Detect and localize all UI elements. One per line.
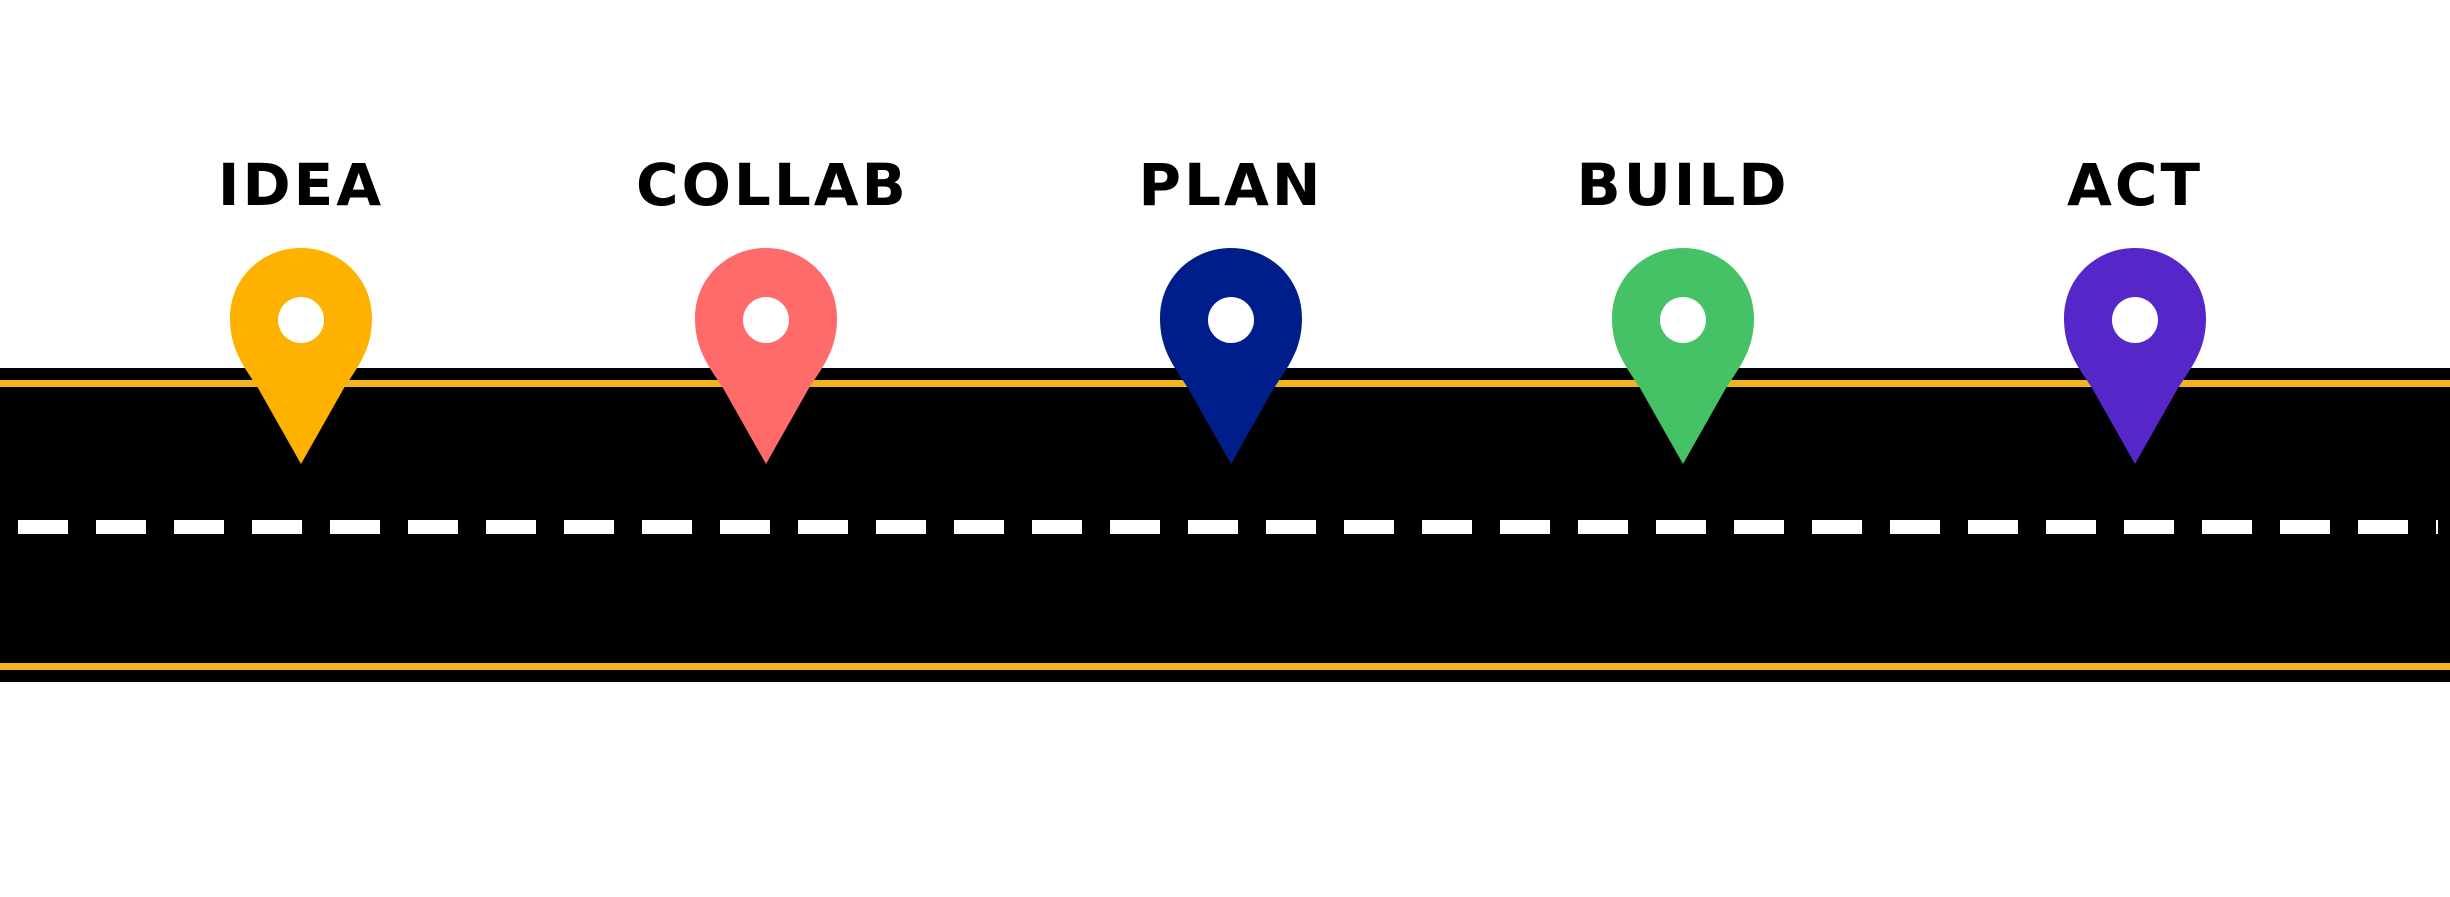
milestone-label: IDEA (217, 151, 385, 219)
pin-body (230, 248, 372, 464)
map-pin-icon (230, 248, 372, 464)
pin-hole (1660, 297, 1706, 343)
pin-body (2064, 248, 2206, 464)
pin-body (1160, 248, 1302, 464)
map-pin-icon (1160, 248, 1302, 464)
map-pin-icon (2064, 248, 2206, 464)
pin-body (695, 248, 837, 464)
pin-hole (2112, 297, 2158, 343)
map-pin-icon (695, 248, 837, 464)
pin-body (1612, 248, 1754, 464)
pin-hole (278, 297, 324, 343)
road-center-dashed-line (18, 520, 2438, 534)
milestone-label: PLAN (1138, 151, 1324, 219)
milestone-build: BUILD (1553, 0, 1813, 470)
milestone-label: COLLAB (636, 151, 909, 219)
milestone-idea: IDEA (171, 0, 431, 470)
pin-hole (1208, 297, 1254, 343)
milestone-label: BUILD (1576, 151, 1790, 219)
milestone-collab: COLLAB (636, 0, 909, 470)
milestone-plan: PLAN (1101, 0, 1361, 470)
road-bottom-edge-line (0, 663, 2450, 670)
milestone-label: ACT (2066, 151, 2204, 219)
pin-hole (743, 297, 789, 343)
map-pin-icon (1612, 248, 1754, 464)
milestone-act: ACT (2005, 0, 2265, 470)
